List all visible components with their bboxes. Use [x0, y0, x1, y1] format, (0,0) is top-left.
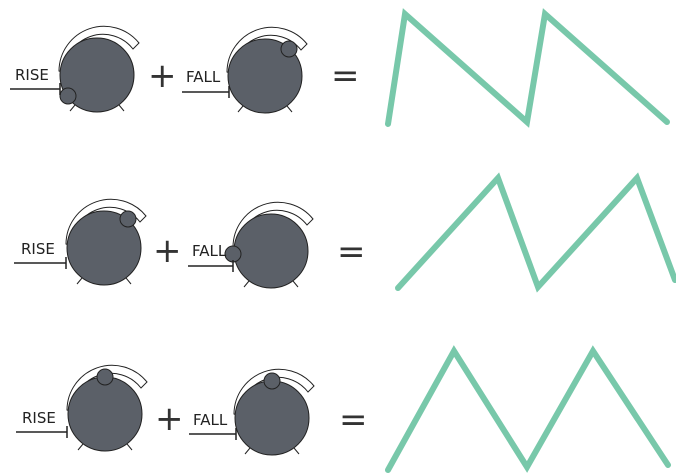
diagram-row-2: RISE + FALL = — [14, 172, 676, 293]
equals-operator: = — [339, 400, 368, 440]
knob-tick — [126, 443, 133, 451]
fall-input-line — [182, 86, 230, 98]
knob-indicator — [263, 372, 281, 390]
knob-tick — [293, 447, 300, 455]
rise-input-line — [16, 426, 68, 438]
knob-tick — [243, 280, 250, 288]
diagram-row-1: RISE + FALL = — [10, 8, 670, 128]
fall-input-line — [188, 260, 234, 272]
knob-indicator — [59, 87, 77, 105]
fall-label: FALL — [193, 411, 228, 429]
knob-indicator — [224, 245, 242, 263]
waveform-ramp-down — [385, 8, 670, 128]
knob-body — [234, 380, 310, 456]
knob-tick — [118, 104, 125, 112]
knob-tick — [237, 105, 244, 113]
knob-indicator — [119, 210, 137, 228]
knob-tick — [286, 105, 293, 113]
equals-operator: = — [331, 56, 360, 96]
rise-label: RISE — [21, 240, 55, 258]
fall-knob[interactable] — [226, 26, 308, 114]
knob-tick — [69, 104, 76, 112]
knob-body — [233, 213, 309, 289]
rise-knob[interactable] — [66, 364, 148, 452]
rise-knob[interactable] — [65, 198, 147, 286]
rise-knob[interactable] — [58, 25, 140, 113]
fall-input-line — [189, 428, 237, 440]
knob-tick — [77, 443, 84, 451]
equals-operator: = — [337, 232, 366, 272]
knob-body — [66, 210, 142, 286]
knob-tick — [292, 280, 299, 288]
knob-indicator — [280, 40, 298, 58]
fall-knob[interactable] — [233, 368, 315, 456]
knob-tick — [125, 277, 132, 285]
knob-tick — [244, 447, 251, 455]
rise-label: RISE — [22, 409, 56, 427]
fall-label: FALL — [192, 242, 227, 260]
rise-input-line — [10, 83, 61, 95]
waveform-ramp-up — [395, 172, 676, 293]
rise-label: RISE — [15, 66, 49, 84]
plus-operator: + — [153, 231, 182, 271]
knob-body — [59, 37, 135, 113]
fall-knob[interactable] — [224, 201, 314, 289]
rise-input-line — [14, 257, 67, 269]
waveform-triangle — [385, 345, 671, 473]
knob-tick — [76, 277, 83, 285]
fall-label: FALL — [186, 68, 221, 86]
knob-indicator — [96, 368, 114, 386]
knob-body — [227, 38, 303, 114]
knob-body — [67, 376, 143, 452]
plus-operator: + — [148, 56, 177, 96]
plus-operator: + — [155, 399, 184, 439]
diagram-row-3: RISE + FALL = — [16, 345, 671, 473]
